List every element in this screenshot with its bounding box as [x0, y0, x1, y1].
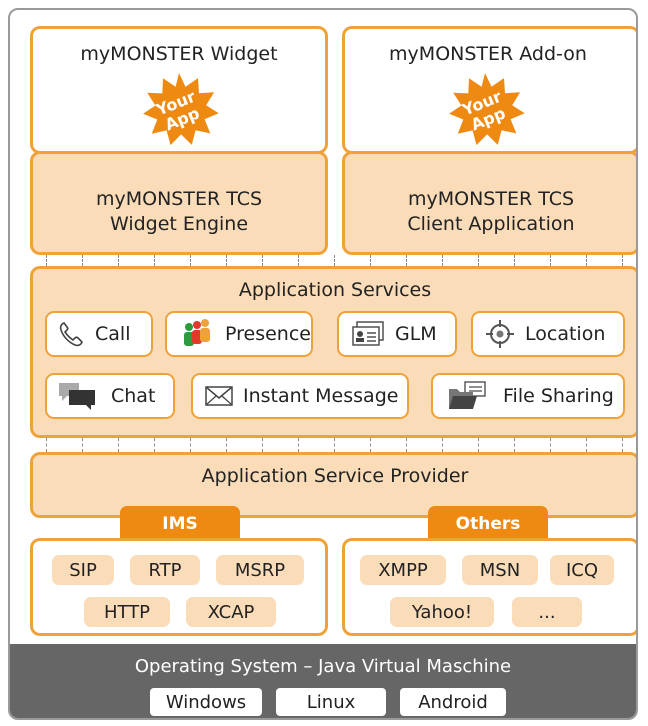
- dashed-connector: [46, 438, 47, 452]
- widget-engine-box: myMONSTER TCS Widget Engine: [30, 151, 328, 255]
- dashed-connector: [262, 255, 263, 266]
- protocol-chip: SIP: [52, 555, 114, 585]
- service-instant-message: Instant Message: [191, 373, 409, 419]
- ims-box: [30, 538, 328, 636]
- service-label: Chat: [111, 385, 156, 407]
- dashed-connector: [550, 438, 551, 452]
- your-app-badge: Your App: [445, 71, 525, 151]
- dashed-connector: [334, 255, 335, 266]
- starburst-icon: [143, 73, 219, 146]
- dashed-connector: [586, 255, 587, 266]
- architecture-diagram: myMONSTER Widget Your App myMONSTER Add-…: [8, 8, 638, 720]
- dashed-connector: [514, 255, 515, 266]
- dashed-connector: [370, 255, 371, 266]
- dashed-connector: [190, 438, 191, 452]
- platform-windows: Windows: [150, 688, 262, 716]
- dashed-connector: [226, 438, 227, 452]
- widget-box: myMONSTER Widget Your App: [30, 26, 328, 154]
- dashed-connector: [622, 255, 623, 266]
- service-label: File Sharing: [503, 385, 614, 407]
- widget-title: myMONSTER Widget: [80, 43, 278, 65]
- service-label: Presence: [225, 323, 311, 345]
- client-app-box: myMONSTER TCS Client Application: [342, 151, 636, 255]
- others-tab: Others: [428, 506, 548, 542]
- dashed-connector: [226, 255, 227, 266]
- protocol-chip: MSN: [462, 555, 538, 585]
- protocol-chip: MSRP: [216, 555, 304, 585]
- service-call: Call: [45, 311, 153, 357]
- dashed-connector: [586, 438, 587, 452]
- service-label: GLM: [395, 323, 437, 345]
- dashed-connector: [46, 255, 47, 266]
- dashed-connector: [334, 438, 335, 452]
- ims-tab: IMS: [120, 506, 240, 542]
- dashed-connector: [622, 438, 623, 452]
- widget-engine-line2: Widget Engine: [109, 213, 249, 235]
- dashed-connector: [478, 438, 479, 452]
- crosshair-icon: [485, 319, 515, 349]
- service-provider-title: Application Service Provider: [201, 465, 469, 487]
- dashed-connector: [370, 438, 371, 452]
- dashed-connector: [298, 438, 299, 452]
- dashed-connector: [514, 438, 515, 452]
- dashed-connector: [118, 255, 119, 266]
- service-location: Location: [471, 311, 625, 357]
- dashed-connector: [442, 255, 443, 266]
- phone-icon: [57, 320, 85, 348]
- addon-box: myMONSTER Add-on Your App: [342, 26, 636, 154]
- protocol-chip: XMPP: [360, 555, 446, 585]
- your-app-badge: Your App: [139, 71, 219, 151]
- protocol-chip: XCAP: [186, 597, 276, 627]
- service-glm: GLM: [337, 311, 457, 357]
- client-app-line2: Client Application: [407, 213, 575, 235]
- platform-linux: Linux: [276, 688, 386, 716]
- dashed-connector: [118, 438, 119, 452]
- service-file-sharing: File Sharing: [431, 373, 625, 419]
- starburst-icon: [449, 73, 525, 146]
- protocol-chip: Yahoo!: [390, 597, 494, 627]
- dashed-connector: [478, 255, 479, 266]
- protocol-chip: RTP: [130, 555, 200, 585]
- os-bar: Operating System – Java Virtual Maschine…: [10, 644, 636, 718]
- application-services-box: Application Services Call Presence: [30, 266, 636, 438]
- folder-icon: [447, 381, 489, 411]
- service-presence: Presence: [165, 311, 313, 357]
- addon-title: myMONSTER Add-on: [389, 43, 587, 65]
- dashed-connector: [550, 255, 551, 266]
- service-chat: Chat: [45, 373, 175, 419]
- protocol-chip: ICQ: [550, 555, 614, 585]
- dashed-connector: [406, 438, 407, 452]
- people-icon: [179, 318, 215, 350]
- dashed-connector: [406, 255, 407, 266]
- dashed-connector: [442, 438, 443, 452]
- dashed-connector: [82, 255, 83, 266]
- dashed-connector: [154, 438, 155, 452]
- chat-bubbles-icon: [57, 380, 97, 412]
- platform-android: Android: [400, 688, 506, 716]
- service-label: Instant Message: [243, 385, 399, 407]
- application-services-title: Application Services: [238, 279, 432, 301]
- widget-engine-line1: myMONSTER TCS: [95, 188, 263, 210]
- protocol-chip: ...: [512, 597, 582, 627]
- service-label: Call: [95, 323, 131, 345]
- client-app-line1: myMONSTER TCS: [407, 188, 575, 210]
- dashed-connector: [154, 255, 155, 266]
- service-label: Location: [525, 323, 606, 345]
- dashed-connector: [298, 255, 299, 266]
- dashed-connector: [190, 255, 191, 266]
- protocol-chip: HTTP: [84, 597, 170, 627]
- envelope-icon: [205, 385, 233, 407]
- dashed-connector: [262, 438, 263, 452]
- dashed-connector: [82, 438, 83, 452]
- os-title: Operating System – Java Virtual Maschine: [134, 656, 512, 677]
- contact-card-icon: [351, 320, 385, 348]
